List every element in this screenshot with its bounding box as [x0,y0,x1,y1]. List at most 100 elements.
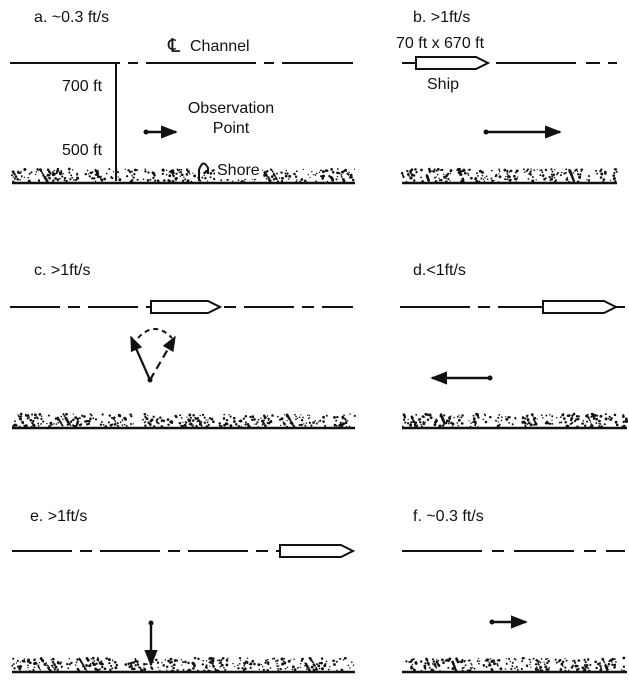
sand-dot [271,414,274,417]
sand-dot [468,420,470,422]
sand-dot [205,659,208,662]
sand-dot [19,172,22,175]
sand-dot [19,665,23,668]
sand-dot [300,423,303,427]
sand-dot [595,666,598,670]
sand-dot [598,425,601,428]
sand-dot [487,658,490,661]
sand-dot [311,661,314,664]
sand-dot [116,422,119,425]
sand-dot [410,416,414,420]
sand-dot [557,171,559,174]
sand-dot [282,421,284,423]
sand-dot [94,170,96,172]
sand-dot [143,662,146,666]
sand-dot [340,173,343,176]
sand-dot [571,421,574,424]
sand-dot [145,417,149,421]
sand-dot [305,422,308,424]
sand-dot [307,666,310,669]
sand-dot [531,179,535,183]
sand-dot [237,667,240,670]
sand-dot [565,659,568,662]
sand-dot [448,420,451,423]
sand-dot [94,180,97,182]
sand-dot [30,425,33,428]
sand-dot [480,177,483,180]
sand-dot [595,422,598,424]
sand-dot [304,179,307,183]
sand-dot [300,419,304,422]
sand-dot [12,657,15,660]
sand-dot [23,168,27,171]
sand-dot [134,664,137,667]
sand-dot [509,660,511,663]
sand-dot [253,418,256,421]
sand-dot [171,420,174,423]
sand-dot [432,660,436,663]
sand-dot [99,423,103,426]
sand-dot [451,422,455,426]
sand-dot [613,413,617,417]
sand-dot [19,669,21,671]
sand-dot [147,421,150,424]
sand-dot [475,412,478,416]
sand-dot [400,171,404,175]
sand-dot [48,176,51,180]
sand-dot [429,170,432,173]
sand-dot [598,423,600,425]
sand-dot [234,665,236,668]
sand-dot [161,168,165,172]
sand-dot [506,173,509,175]
sand-dot [348,171,351,174]
sand-dot [587,413,589,416]
sand-dot [504,178,506,181]
sand-dot [289,419,292,422]
sand-dot [347,174,350,176]
sand-dot [267,176,270,179]
sand-dot [484,177,486,179]
sand-dot [229,424,233,428]
sand-dot [186,669,190,673]
sand-dot [294,426,296,428]
sand-dot [457,424,460,427]
sand-dot [205,664,208,667]
sand-dot [449,180,451,182]
sand-dot [233,421,235,423]
sand-dot [189,669,192,672]
sand-dot [308,421,311,424]
sand-dot [12,663,15,665]
sand-dot [61,175,64,178]
sand-dot [537,668,540,671]
sand-dot [565,168,568,171]
sand-dot [267,417,270,420]
sand-dot [277,668,280,670]
sand-dot [148,658,151,661]
sand-dot [515,180,517,182]
sand-dot [202,659,204,662]
sand-dot [296,666,299,669]
sand-dot [272,178,276,181]
sand-dot [160,425,164,429]
sand-dot [437,664,441,667]
sand-dot [29,669,31,672]
sand-dot [448,416,452,420]
panel-e-caption: e. >1ft/s [30,508,88,525]
sand-dot [443,414,446,417]
sand-dot [600,168,603,171]
sand-dot [178,171,180,174]
sand-dot [27,176,29,179]
sand-dot [16,665,20,668]
sand-dot [590,415,593,418]
observation-dot [148,620,154,626]
sand-dot [514,667,516,670]
sand-dot [40,423,42,425]
sand-dot [565,171,567,174]
sand-dot [582,419,585,422]
sand-dot [186,179,190,183]
sand-dot [186,416,188,418]
sand-dot [294,413,296,416]
sand-dot [340,176,343,178]
sand-dot [207,669,210,673]
sand-dot [291,668,294,671]
